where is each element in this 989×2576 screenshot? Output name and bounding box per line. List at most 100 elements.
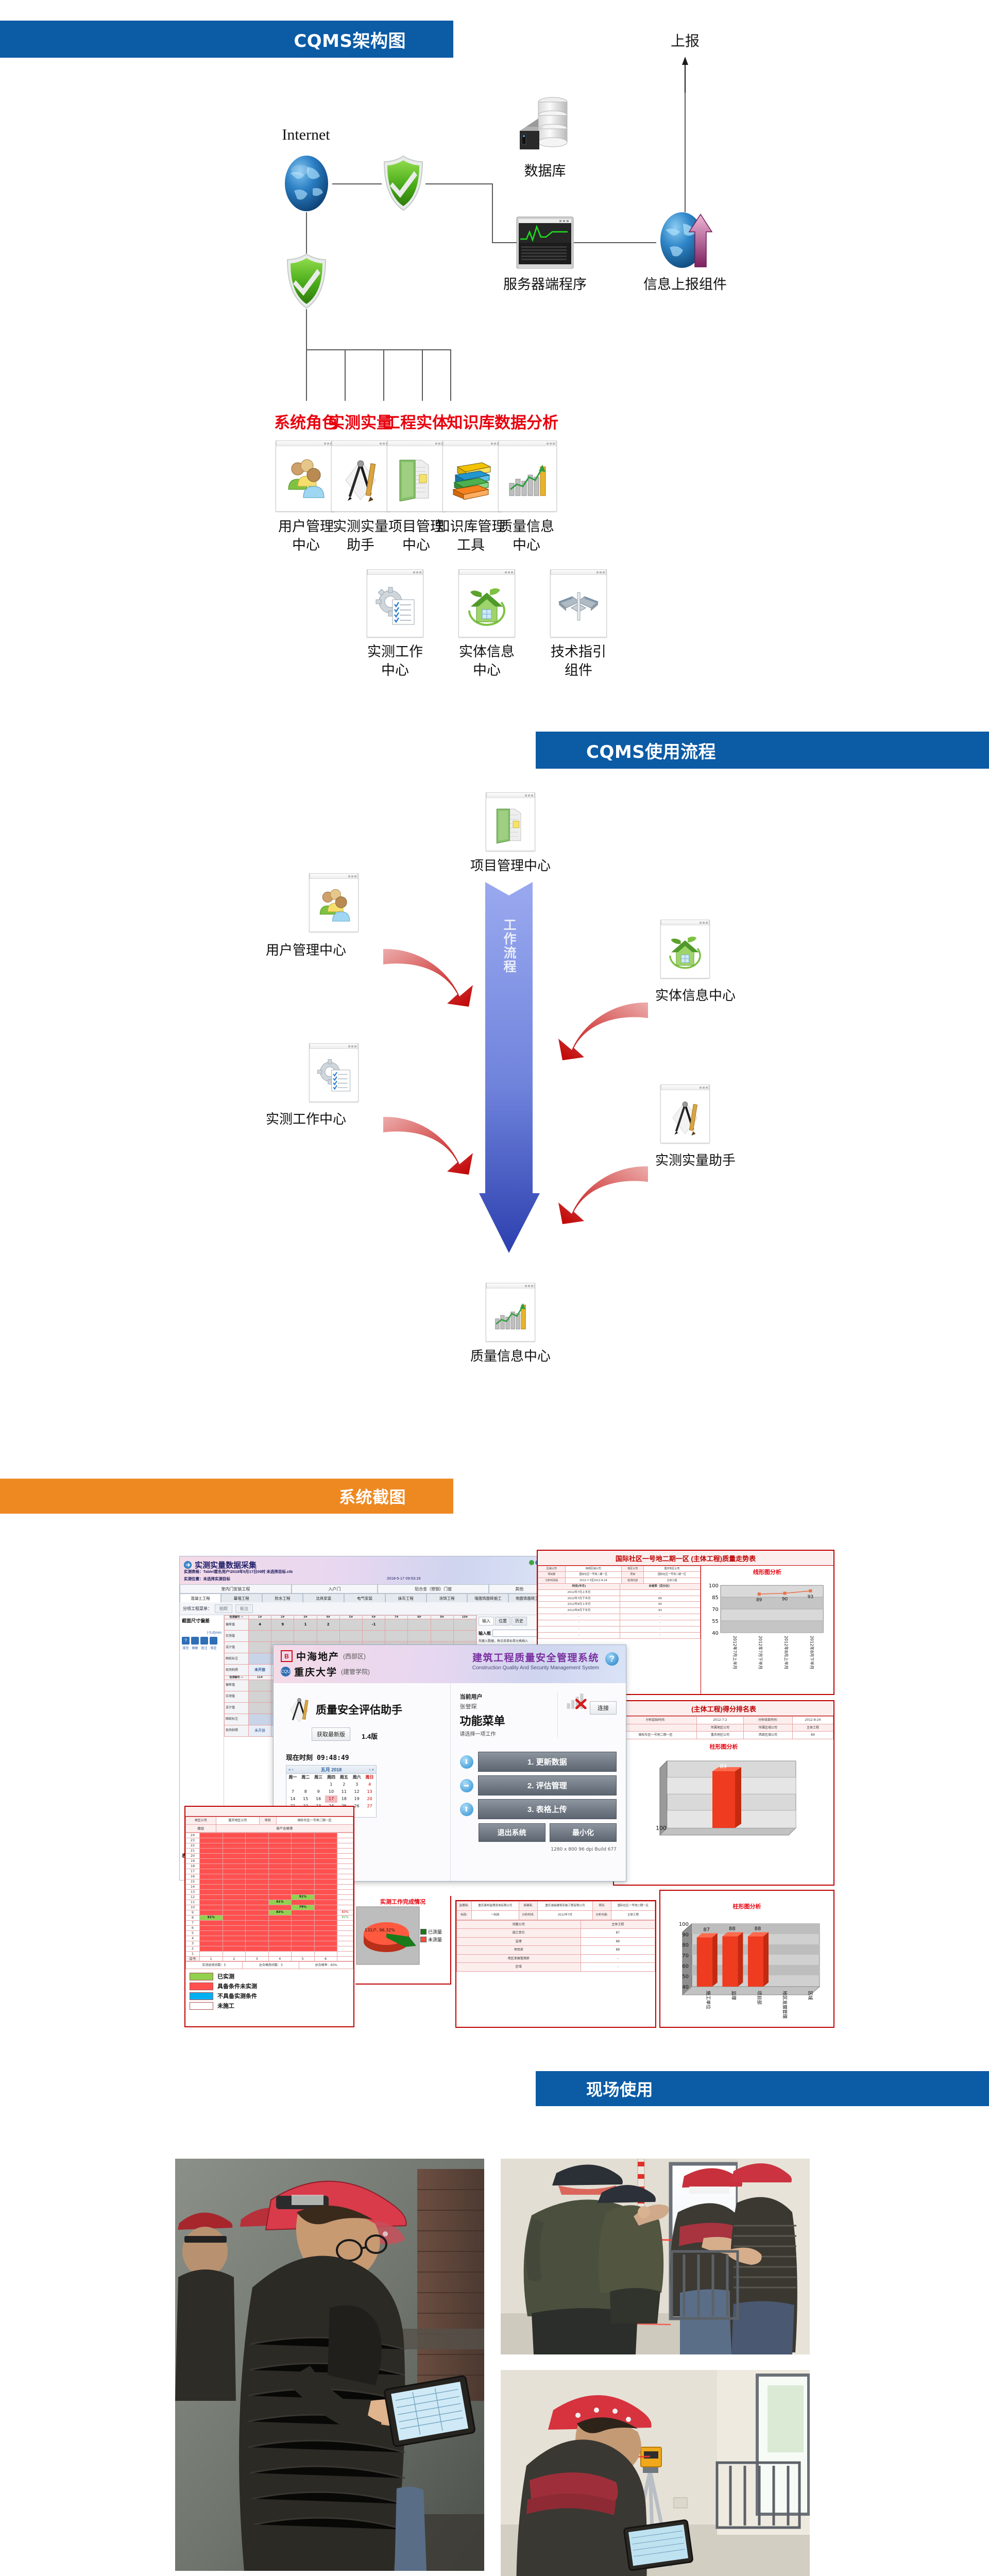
floor-cell[interactable] bbox=[222, 1951, 246, 1957]
floor-cell[interactable] bbox=[314, 1925, 337, 1931]
grid-cell[interactable]: 9 bbox=[271, 1619, 295, 1631]
grid-cell[interactable] bbox=[248, 1690, 272, 1703]
floor-cell[interactable] bbox=[291, 1909, 315, 1916]
floor-cell[interactable] bbox=[222, 1925, 246, 1931]
flow-node-project-center[interactable] bbox=[486, 792, 535, 851]
sub-tab[interactable]: 电气安装 bbox=[344, 1594, 385, 1602]
module-tile-quality-info[interactable] bbox=[498, 440, 557, 512]
floor-cell[interactable] bbox=[268, 1837, 292, 1843]
floor-cell[interactable] bbox=[222, 1914, 246, 1921]
floor-cell[interactable] bbox=[199, 1853, 223, 1859]
floor-cell[interactable] bbox=[268, 1940, 292, 1946]
top-tab-bar[interactable]: 室内门安装工程 入户门 铝合金（塑钢）门窗 其他 bbox=[180, 1584, 550, 1594]
floor-cell[interactable] bbox=[199, 1925, 223, 1931]
floor-cell[interactable] bbox=[314, 1884, 337, 1890]
calendar-day[interactable] bbox=[286, 1781, 299, 1788]
floor-cell[interactable] bbox=[199, 1858, 223, 1864]
floor-cell[interactable] bbox=[245, 1894, 269, 1900]
floor-cell[interactable] bbox=[245, 1951, 269, 1957]
calendar-day[interactable]: 1 bbox=[330, 1782, 333, 1787]
module-tile-users[interactable] bbox=[276, 440, 334, 512]
floor-cell[interactable] bbox=[222, 1863, 246, 1869]
floor-cell[interactable] bbox=[268, 1904, 292, 1910]
floor-cell[interactable] bbox=[222, 1894, 246, 1900]
grid-cell[interactable] bbox=[430, 1630, 454, 1642]
floor-cell[interactable] bbox=[245, 1914, 269, 1921]
grid-cell[interactable] bbox=[407, 1619, 431, 1631]
floor-cell[interactable] bbox=[268, 1914, 292, 1921]
floor-cell[interactable] bbox=[268, 1951, 292, 1957]
toolbar[interactable]: 分项工程菜单： 拍照 批注 bbox=[180, 1602, 550, 1615]
flow-node-quality-info-center[interactable] bbox=[486, 1283, 535, 1342]
floor-cell[interactable] bbox=[268, 1920, 292, 1926]
connect-button[interactable]: 连接 bbox=[590, 1701, 617, 1715]
floor-cell[interactable] bbox=[222, 1909, 246, 1916]
floor-cell[interactable] bbox=[199, 1909, 223, 1916]
top-tab[interactable]: 入户门 bbox=[291, 1584, 378, 1594]
function-menu-row[interactable]: ➡2. 评估管理 bbox=[459, 1775, 617, 1795]
floor-cell[interactable] bbox=[199, 1873, 223, 1879]
floor-cell[interactable] bbox=[199, 1889, 223, 1895]
help-icon[interactable]: ? bbox=[605, 1652, 619, 1666]
grid-cell[interactable] bbox=[316, 1630, 340, 1642]
floor-cell[interactable] bbox=[222, 1940, 246, 1946]
calendar-next-button[interactable]: › » bbox=[369, 1767, 374, 1772]
floor-cell[interactable] bbox=[314, 1842, 337, 1849]
flow-node-measure-assistant[interactable] bbox=[660, 1084, 710, 1143]
calendar-day[interactable] bbox=[299, 1781, 312, 1788]
floor-cell[interactable] bbox=[245, 1920, 269, 1926]
floor-cell[interactable] bbox=[199, 1935, 223, 1941]
floor-cell[interactable] bbox=[245, 1884, 269, 1890]
grid-cell[interactable] bbox=[271, 1630, 295, 1642]
floor-cell[interactable]: 79% bbox=[291, 1904, 315, 1910]
floor-cell[interactable] bbox=[199, 1894, 223, 1900]
floor-cell[interactable] bbox=[268, 1863, 292, 1869]
floor-cell[interactable] bbox=[245, 1909, 269, 1916]
grid-cell[interactable] bbox=[385, 1619, 408, 1631]
sub-tab[interactable]: 幕墙工程 bbox=[220, 1594, 262, 1602]
floor-cell[interactable] bbox=[291, 1930, 315, 1936]
floor-cell[interactable]: 91% bbox=[291, 1894, 315, 1900]
module-tile-knowledge[interactable] bbox=[442, 440, 501, 512]
floor-cell[interactable] bbox=[314, 1909, 337, 1916]
sub-tab[interactable]: 墙面饰面砖施工 bbox=[467, 1594, 509, 1602]
module-tile-measure-assistant[interactable] bbox=[331, 440, 390, 512]
grid-cell[interactable] bbox=[362, 1630, 386, 1642]
floor-cell[interactable] bbox=[314, 1889, 337, 1895]
grid-cell[interactable] bbox=[294, 1630, 317, 1642]
calendar-day[interactable]: 16 bbox=[316, 1797, 321, 1801]
floor-cell[interactable] bbox=[222, 1848, 246, 1854]
minimize-button[interactable]: 最小化 bbox=[549, 1823, 617, 1842]
floor-cell[interactable] bbox=[291, 1945, 315, 1952]
flow-node-measure-work-center[interactable] bbox=[309, 1043, 359, 1102]
floor-cell[interactable] bbox=[245, 1873, 269, 1879]
grid-cell[interactable] bbox=[430, 1619, 454, 1631]
floor-cell[interactable] bbox=[199, 1868, 223, 1874]
floor-cell[interactable] bbox=[268, 1945, 292, 1952]
floor-cell[interactable] bbox=[268, 1848, 292, 1854]
floor-cell[interactable] bbox=[245, 1925, 269, 1931]
floor-cell[interactable] bbox=[291, 1848, 315, 1854]
annotate-button[interactable]: 批注 bbox=[235, 1604, 253, 1613]
lock-icon[interactable] bbox=[210, 1637, 217, 1645]
floor-cell[interactable]: 91% bbox=[268, 1899, 292, 1905]
grid-cell[interactable] bbox=[339, 1630, 363, 1642]
floor-cell[interactable] bbox=[314, 1832, 337, 1838]
floor-cell[interactable] bbox=[199, 1904, 223, 1910]
floor-cell[interactable] bbox=[268, 1884, 292, 1890]
floor-cell[interactable] bbox=[314, 1899, 337, 1905]
floor-cell[interactable] bbox=[222, 1930, 246, 1936]
floor-cell[interactable] bbox=[291, 1832, 315, 1838]
grid-cell[interactable] bbox=[248, 1713, 272, 1725]
floor-cell[interactable] bbox=[199, 1878, 223, 1885]
grid-cell[interactable] bbox=[248, 1702, 272, 1714]
note-icon[interactable] bbox=[200, 1637, 208, 1645]
floor-cell[interactable] bbox=[245, 1853, 269, 1859]
flow-node-user-center[interactable] bbox=[309, 873, 359, 932]
calendar-prev-button[interactable]: « ‹ bbox=[288, 1767, 294, 1772]
floor-cell[interactable] bbox=[291, 1914, 315, 1921]
floor-cell[interactable] bbox=[314, 1935, 337, 1941]
grid-cell[interactable]: 未开放 bbox=[248, 1724, 272, 1737]
grid-cell[interactable] bbox=[339, 1619, 363, 1631]
top-tab[interactable]: 室内门安装工程 bbox=[180, 1584, 292, 1594]
